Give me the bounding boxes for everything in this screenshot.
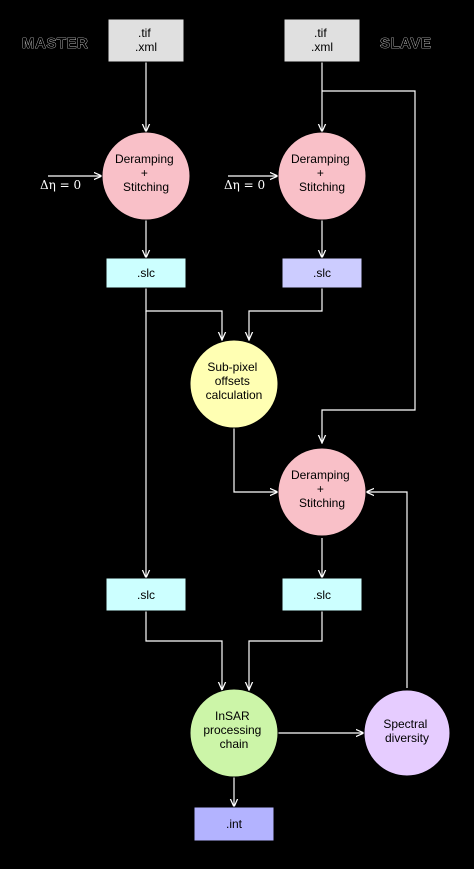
subpixel-node: Sub-pixel offsets calculation bbox=[189, 339, 279, 429]
insar-node: InSAR processing chain bbox=[189, 688, 279, 778]
slc-master-1-shape bbox=[105, 257, 187, 289]
slc-master-2-label: .slc bbox=[137, 588, 155, 602]
eta-label-left: Δη = 0 bbox=[40, 178, 81, 192]
deramp-resample-node: Deramping + Stitching bbox=[277, 447, 367, 537]
insar-line-3: chain bbox=[220, 737, 249, 751]
subpixel-line-1: Sub-pixel bbox=[207, 360, 257, 374]
edge-spectral-to-resample bbox=[366, 492, 408, 688]
svg-text:.tif .xml: .tif .xml bbox=[135, 26, 157, 54]
master-input-box: .tif .xml bbox=[107, 18, 185, 63]
svg-text:Deramping + Stitch: Deramping + Stitching bbox=[291, 152, 353, 194]
edge-slc-slave-to-subpixel bbox=[249, 288, 323, 340]
deramp-master-line-3: Stitching bbox=[123, 180, 169, 194]
subpixel-line-2: offsets bbox=[215, 374, 250, 388]
int-output-label: .int bbox=[226, 817, 243, 831]
slave-input-box: .tif .xml bbox=[283, 18, 361, 63]
deramp-master-shape bbox=[101, 131, 191, 221]
svg-text:Deramping + Stitch: Deramping + Stitching bbox=[291, 468, 353, 510]
master-input-line-2: .xml bbox=[135, 40, 157, 54]
edge-subpixel-to-resample bbox=[233, 428, 278, 492]
slc-slave-2-label: .slc bbox=[313, 588, 331, 602]
slc-master-1-box: .slc bbox=[105, 257, 187, 289]
insar-line-2: processing bbox=[203, 723, 261, 737]
int-output-shape bbox=[193, 806, 275, 842]
slc-slave-1-box: .slc bbox=[281, 257, 363, 289]
subpixel-shape bbox=[189, 339, 279, 429]
slc-slave-1-shape bbox=[281, 257, 363, 289]
edge-slc-slave-2-to-insar bbox=[249, 611, 323, 690]
spectral-line-1: Spectral bbox=[383, 717, 427, 731]
slc-master-2-box: .slc bbox=[105, 577, 187, 612]
svg-text:InSAR processing c: InSAR processing chain bbox=[203, 709, 264, 751]
deramp-resample-line-2: + bbox=[317, 482, 324, 496]
deramp-resample-shape bbox=[277, 447, 367, 537]
deramp-resample-line-3: Stitching bbox=[299, 496, 345, 510]
slave-label: SLAVE bbox=[380, 35, 431, 52]
slc-slave-1-label: .slc bbox=[313, 266, 331, 280]
slave-input-line-2: .xml bbox=[311, 40, 333, 54]
slave-input-shape bbox=[283, 18, 361, 63]
edge-slc-master-to-subpixel bbox=[145, 288, 222, 340]
deramp-slave-line-1: Deramping bbox=[291, 152, 350, 166]
deramp-slave-line-3: Stitching bbox=[299, 180, 345, 194]
slc-master-2-shape bbox=[105, 577, 187, 612]
deramp-slave-node: Deramping + Stitching bbox=[277, 131, 367, 221]
deramp-slave-line-2: + bbox=[317, 166, 324, 180]
deramp-master-line-2: + bbox=[141, 166, 148, 180]
svg-text:Sub-pixel offsets: Sub-pixel offsets calculation bbox=[206, 360, 263, 402]
insar-line-1: InSAR bbox=[215, 709, 250, 723]
master-input-line-1: .tif bbox=[138, 26, 151, 40]
subpixel-line-3: calculation bbox=[206, 388, 263, 402]
slc-master-1-label: .slc bbox=[137, 266, 155, 280]
slc-slave-2-shape bbox=[281, 577, 363, 612]
edge-slave-input-to-resample bbox=[322, 90, 416, 443]
slave-input-line-1: .tif bbox=[314, 26, 327, 40]
deramp-master-line-1: Deramping bbox=[115, 152, 174, 166]
spectral-shape bbox=[363, 689, 451, 777]
deramp-master-node: Deramping + Stitching bbox=[101, 131, 191, 221]
spectral-line-2: diversity bbox=[385, 731, 429, 745]
int-output-box: .int bbox=[193, 806, 275, 842]
edge-slc-master-2-to-insar bbox=[145, 611, 222, 690]
eta-label-right: Δη = 0 bbox=[224, 178, 265, 192]
svg-text:Deramping + Stitch: Deramping + Stitching bbox=[115, 152, 177, 194]
deramp-slave-shape bbox=[277, 131, 367, 221]
connectors bbox=[48, 62, 416, 807]
slc-slave-2-box: .slc bbox=[281, 577, 363, 612]
deramp-resample-line-1: Deramping bbox=[291, 468, 350, 482]
insar-shape bbox=[189, 688, 279, 778]
svg-text:.tif .xml: .tif .xml bbox=[311, 26, 333, 54]
spectral-node: Spectral diversity bbox=[363, 689, 451, 777]
svg-text:Spectral diversity: Spectral diversity bbox=[383, 717, 430, 745]
master-label: MASTER bbox=[22, 35, 88, 52]
master-input-shape bbox=[107, 18, 185, 63]
